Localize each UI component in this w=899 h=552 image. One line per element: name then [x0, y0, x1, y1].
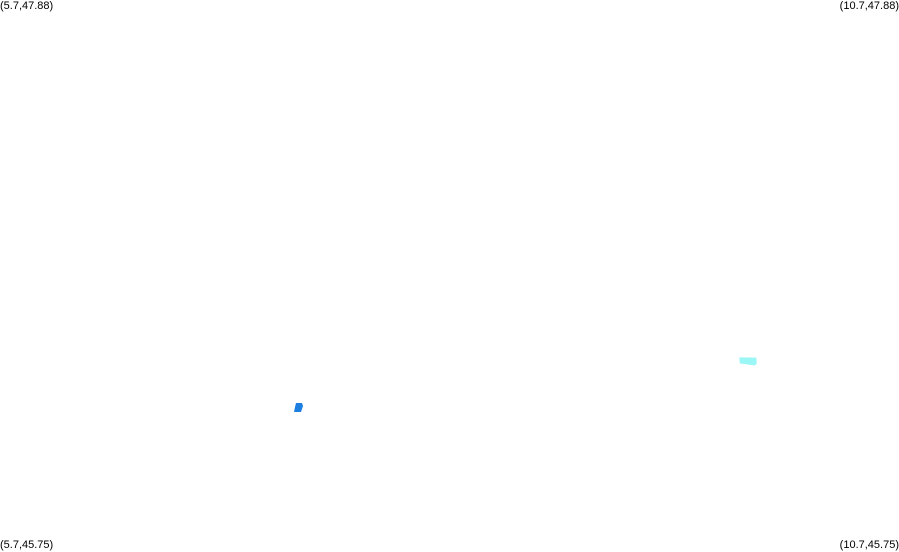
bottom-left-coordinate-label: (5.7,45.75) — [0, 539, 54, 551]
cyan-feature — [739, 357, 757, 366]
top-left-coordinate-label: (5.7,47.88) — [0, 0, 54, 12]
blue-feature — [294, 403, 303, 412]
top-right-coordinate-label: (10.7,47.88) — [839, 0, 899, 12]
bottom-right-coordinate-label: (10.7,45.75) — [839, 539, 899, 551]
